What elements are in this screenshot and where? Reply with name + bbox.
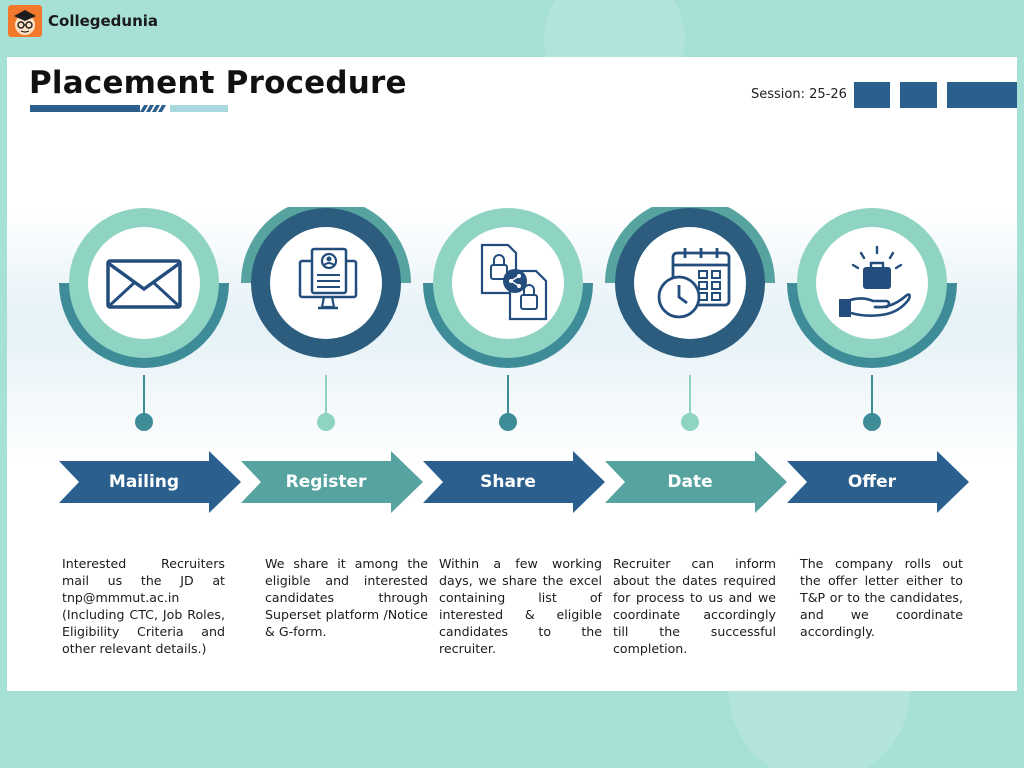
hand-briefcase-icon	[839, 245, 911, 317]
connector-dot	[681, 413, 699, 431]
page-title: Placement Procedure	[29, 65, 407, 101]
placement-card: Placement Procedure Session: 25-26	[7, 57, 1017, 691]
step-label: Share	[480, 472, 536, 492]
step-label: Date	[667, 472, 713, 492]
connector-dot	[317, 413, 335, 431]
calendar-clock-icon	[657, 248, 731, 319]
step-ring	[59, 208, 229, 368]
connector-stem	[689, 375, 691, 417]
process-steps: Mailing	[7, 57, 1017, 691]
envelope-icon	[106, 259, 182, 309]
arrow-banner	[423, 451, 605, 513]
connector-dot	[499, 413, 517, 431]
connector-stem	[325, 375, 327, 417]
step-description-offer: The company rolls out the offer letter e…	[800, 556, 963, 639]
connector-dot	[863, 413, 881, 431]
connector-stem	[871, 375, 873, 417]
step-label: Mailing	[108, 472, 180, 492]
session-blocks	[854, 82, 1017, 108]
step-label: Offer	[847, 472, 897, 492]
arrow-banner	[59, 451, 241, 513]
brand-logo	[8, 5, 42, 37]
step-date: Date	[605, 57, 787, 691]
step-description-share: Within a few working days, we share the …	[439, 556, 602, 656]
connector-stem	[143, 375, 145, 417]
share-files-icon	[480, 243, 548, 321]
step-offer: Offer	[787, 57, 969, 691]
step-register: Register	[241, 57, 423, 691]
arrow-banner	[787, 451, 969, 513]
brand[interactable]: Collegedunia	[8, 5, 158, 37]
step-label: Register	[285, 472, 367, 492]
step-description-register: We share it among the eligible and inter…	[265, 556, 428, 639]
step-description-mailing: Interested Recruiters mail us the JD at …	[62, 556, 225, 656]
brand-name: Collegedunia	[48, 12, 159, 30]
step-share: Share	[423, 57, 605, 691]
step-description-date: Recruiter can inform about the dates req…	[613, 556, 776, 656]
form-monitor-icon	[298, 247, 358, 310]
step-mailing: Mailing	[59, 57, 241, 691]
connector-dot	[135, 413, 153, 431]
title-underline	[30, 105, 228, 112]
arrow-banner	[241, 451, 423, 513]
arrow-banner	[605, 451, 787, 513]
session-label: Session: 25-26	[751, 87, 847, 102]
connector-stem	[507, 375, 509, 417]
